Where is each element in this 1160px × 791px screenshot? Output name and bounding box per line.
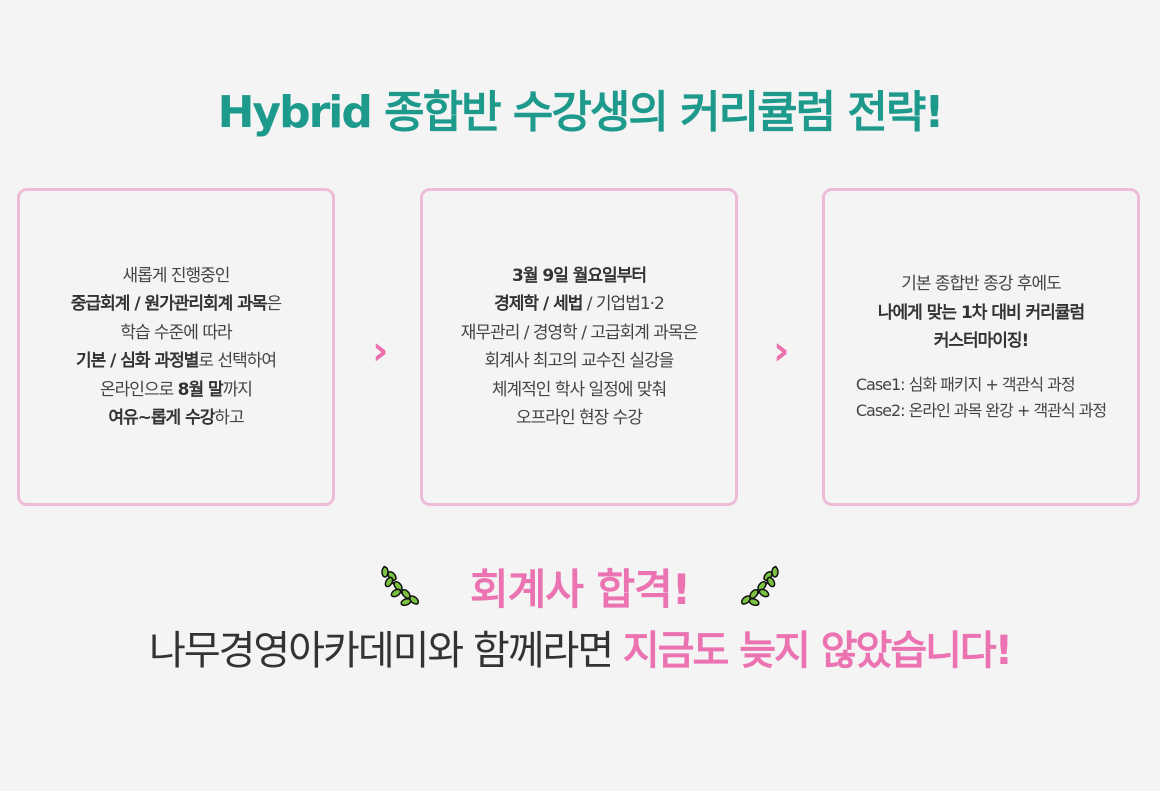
- card-text: 새롭게 진행중인: [122, 265, 231, 286]
- laurel-left-icon: [381, 565, 420, 607]
- card-line: 기본 / 심화 과정별로 선택하여: [71, 347, 281, 376]
- pass-headline: 회계사 합격!: [470, 565, 691, 614]
- chevron-right-icon: ›: [372, 328, 389, 374]
- page-title: Hybrid 종합반 수강생의 커리큘럼 전략!: [217, 87, 945, 138]
- card-text-bold: 기본 / 심화 과정별: [75, 351, 199, 371]
- bottom-message: 나무경영아카데미와 함께라면 지금도 늦지 않았습니다!: [0, 618, 1160, 676]
- card-line: 재무관리 / 경영학 / 고급회계 과목은: [460, 319, 698, 348]
- card-text: 회계사 최고의 교수진 실강을: [484, 351, 675, 371]
- card-text-bold: 8월 말: [177, 379, 224, 400]
- card-text: 학습 수준에 따라: [120, 322, 232, 343]
- card-text-bold: 나에게 맞는 1차 대비 커리큘럼: [877, 302, 1085, 323]
- card-line: 오프라인 현장 수강: [461, 404, 697, 433]
- case-list: Case1: 심화 패키지 + 객관식 과정 Case2: 온라인 과목 완강 …: [855, 372, 1107, 424]
- card-line: 커스터마이징!: [878, 327, 1084, 356]
- card-line: 온라인으로 8월 말까지: [71, 376, 281, 405]
- card-text: 온라인으로: [100, 379, 178, 400]
- case-item: Case1: 심화 패키지 + 객관식 과정: [855, 374, 1076, 394]
- card-line: 체계적인 학사 일정에 맞춰: [461, 376, 697, 405]
- card-text: 까지: [222, 379, 253, 400]
- card-text: 로 선택하여: [198, 351, 277, 371]
- bottom-highlight: 지금도 늦지 않았습니다!: [622, 628, 1013, 674]
- case-item: Case2: 온라인 과목 완강 + 객관식 과정: [855, 400, 1107, 420]
- card-text: 하고: [214, 408, 244, 428]
- bottom-text: 나무경영아카데미와 함께라면: [149, 628, 623, 674]
- chevron-right-icon: ›: [773, 328, 790, 374]
- card-line: 여유~롭게 수강하고: [71, 404, 281, 433]
- card-text-bold: 여유~롭게 수강: [108, 408, 215, 428]
- card-text-bold: 3월 9일 월요일부터: [512, 265, 647, 286]
- laurel-right-icon: [740, 565, 779, 607]
- card-text-bold: 커스터마이징!: [933, 331, 1030, 352]
- card-line: 새롭게 진행중인: [71, 262, 281, 291]
- card-line: 중급회계 / 원가관리회계 과목은: [70, 290, 283, 319]
- card-text: / 기업법1·2: [582, 294, 665, 314]
- card-line: 3월 9일 월요일부터: [461, 262, 697, 291]
- card-text: 오프라인 현장 수강: [516, 408, 643, 428]
- card-text-bold: 중급회계 / 원가관리회계 과목: [70, 294, 268, 314]
- card-line: 기본 종합반 종강 후에도: [878, 270, 1084, 299]
- card-text: 기본 종합반 종강 후에도: [901, 274, 1062, 295]
- card-line: 나에게 맞는 1차 대비 커리큘럼: [877, 299, 1085, 328]
- card-text: 체계적인 학사 일정에 맞춰: [491, 379, 667, 400]
- card-text-bold: 경제학 / 세법: [494, 294, 583, 314]
- card-line: 회계사 최고의 교수진 실강을: [461, 347, 697, 376]
- card-line: 경제학 / 세법 / 기업법1·2: [461, 290, 697, 319]
- card-line: 학습 수준에 따라: [71, 319, 281, 348]
- card-text: 재무관리 / 경영학 / 고급회계 과목은: [460, 322, 698, 343]
- card-text: 은: [266, 294, 283, 314]
